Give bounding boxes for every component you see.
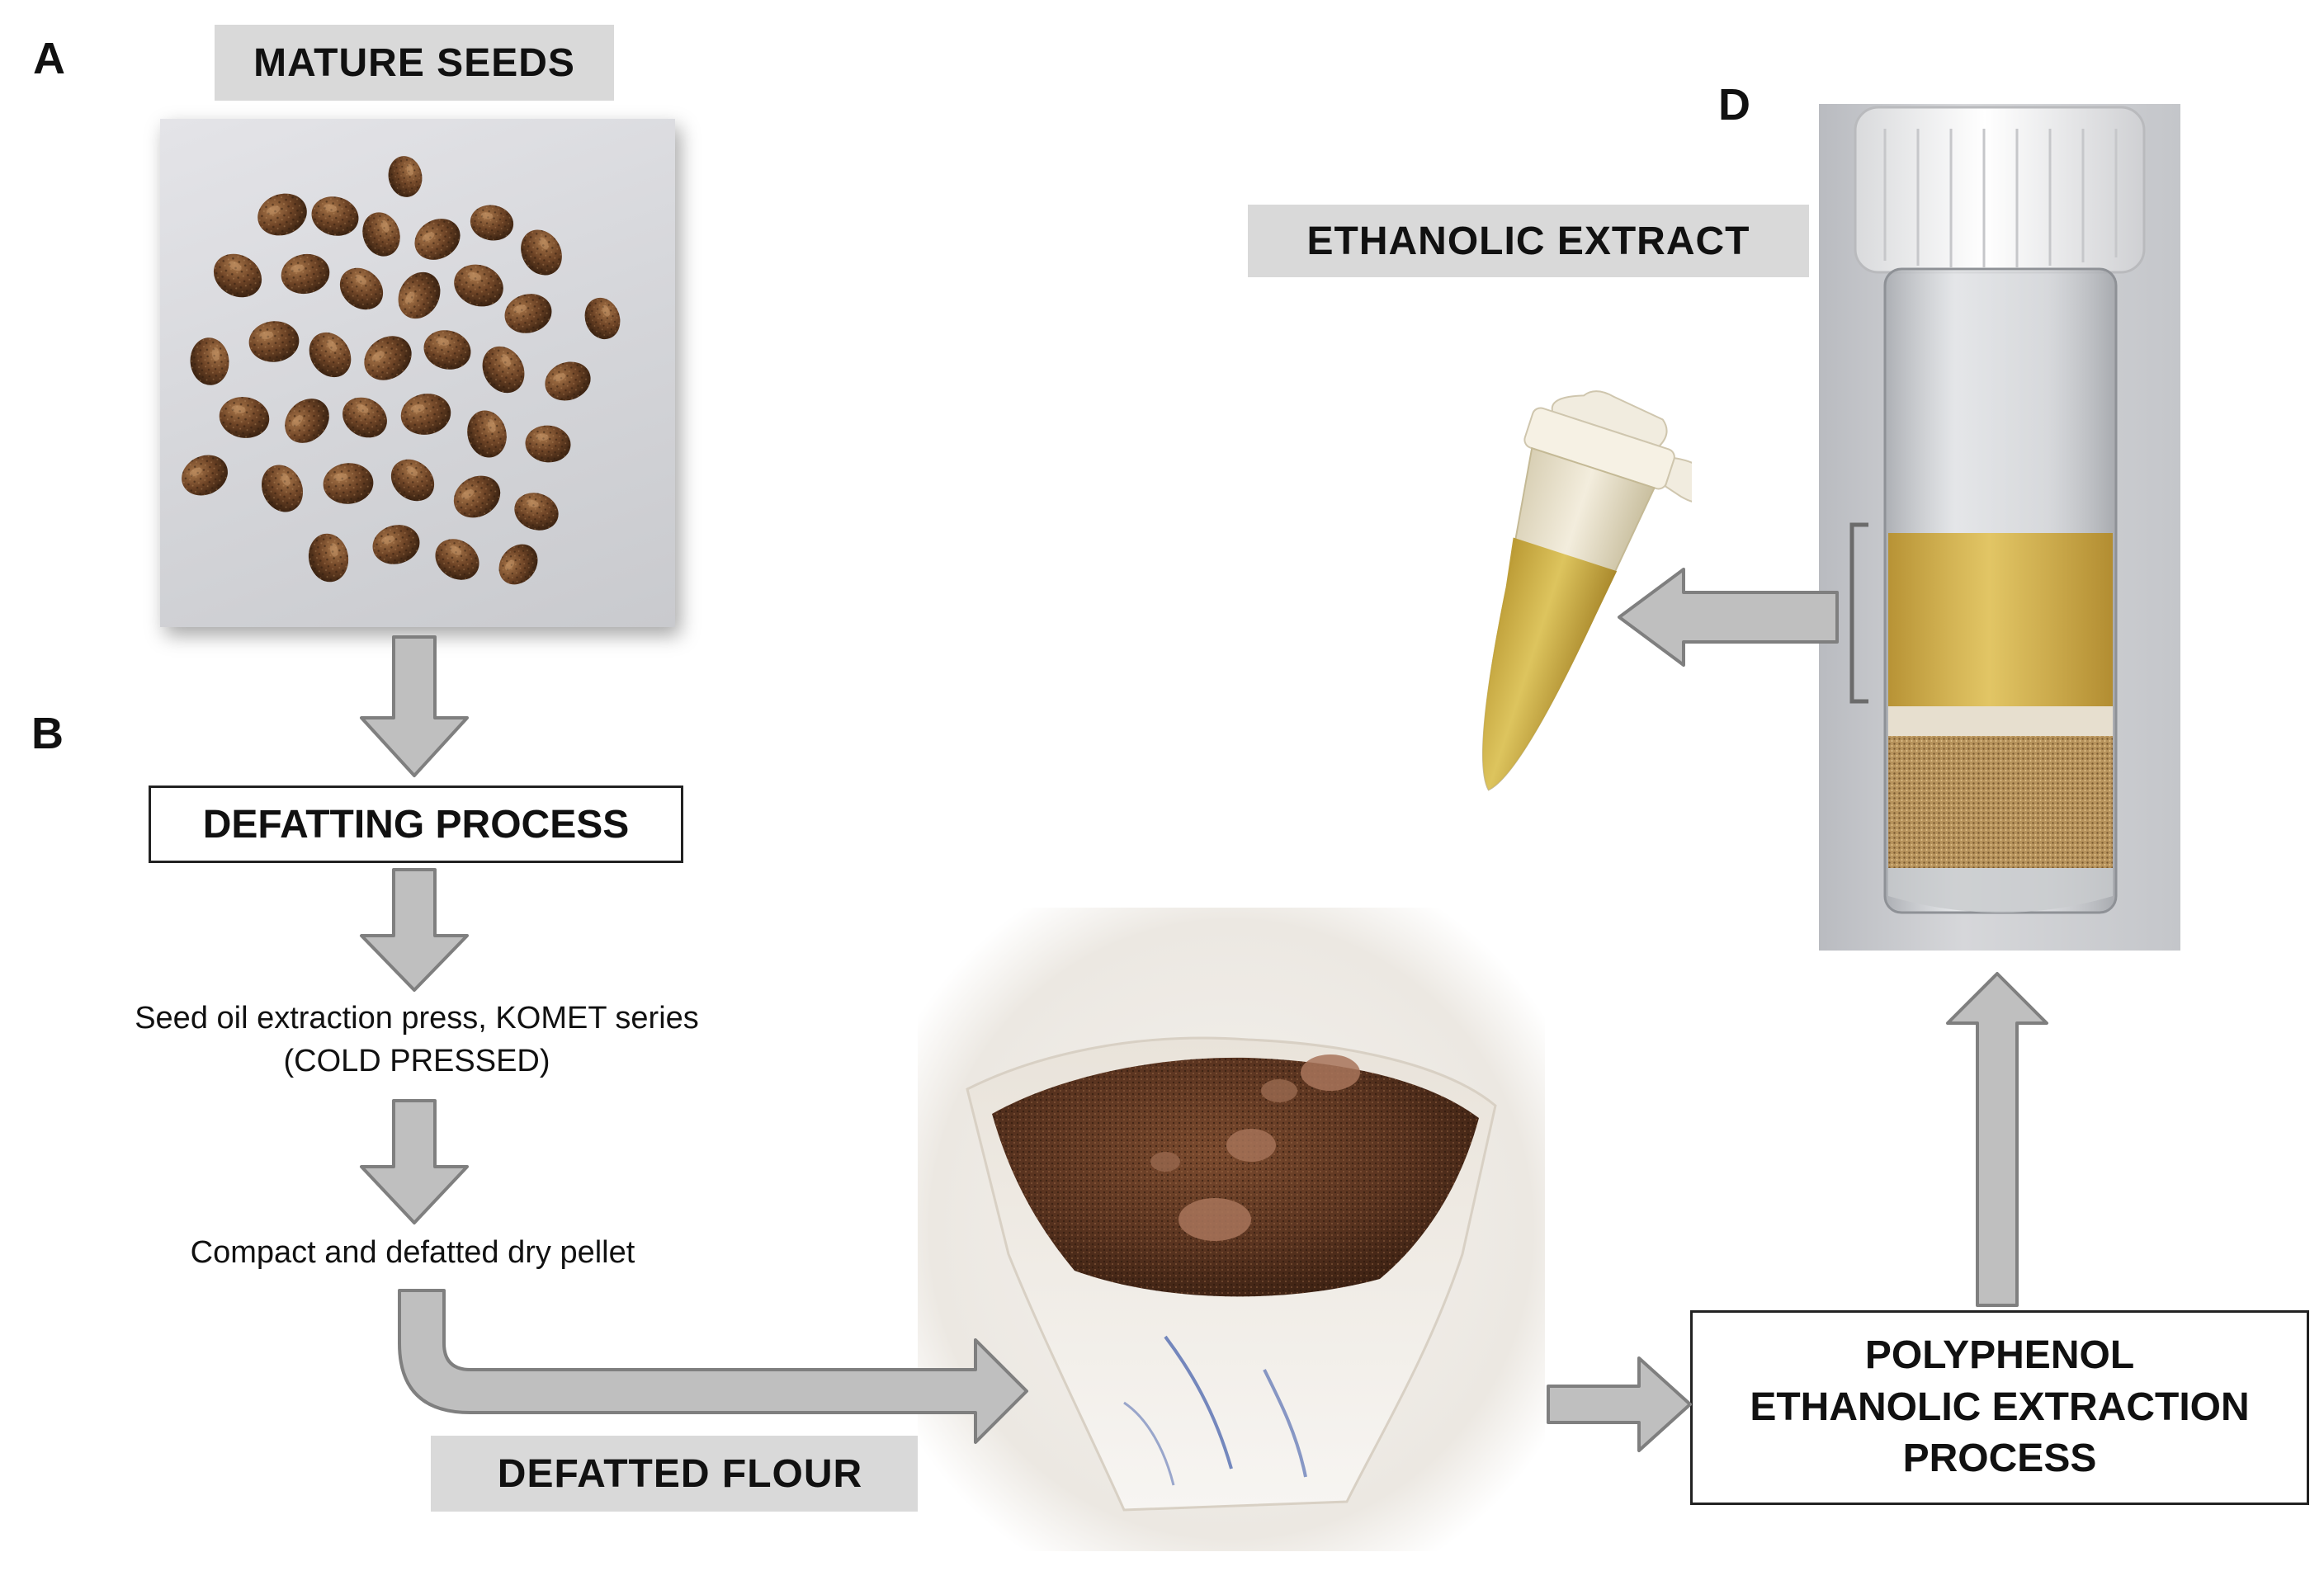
polyphenol-extraction-box: POLYPHENOL ETHANOLIC EXTRACTION PROCESS — [1690, 1310, 2309, 1505]
extraction-line1: POLYPHENOL — [1864, 1333, 2135, 1378]
defatted-flour-photo — [918, 908, 1545, 1551]
vial-illustration — [1849, 106, 2146, 914]
mature-seeds-photo — [160, 119, 675, 627]
extraction-line2: ETHANOLIC EXTRACTION — [1750, 1385, 2250, 1429]
microtube-illustration — [1481, 390, 1717, 791]
ethanolic-extract-label: ETHANOLIC EXTRACT — [1248, 205, 1809, 277]
panel-letter-d: D — [1718, 80, 1750, 130]
defatted-flour-label: DEFATTED FLOUR — [431, 1436, 929, 1512]
extraction-line3: PROCESS — [1902, 1437, 2097, 1481]
arrow-defatting-to-press — [360, 868, 469, 992]
mature-seeds-label: MATURE SEEDS — [215, 25, 614, 101]
panel-letter-a: A — [33, 34, 65, 83]
arrow-extraction-to-vial — [1946, 972, 2048, 1307]
arrow-flour-to-extraction — [1547, 1356, 1692, 1452]
press-note: Seed oil extraction press, KOMET series … — [58, 997, 776, 1083]
defatting-process-box: DEFATTING PROCESS — [149, 786, 683, 863]
panel-letter-b: B — [31, 709, 64, 758]
microtube-photo — [1403, 386, 1717, 815]
press-note-line2: (COLD PRESSED) — [283, 1044, 550, 1079]
press-note-line1: Seed oil extraction press, KOMET series — [135, 1001, 699, 1036]
pellet-note: Compact and defatted dry pellet — [190, 1235, 635, 1270]
arrow-vial-to-microtube — [1618, 568, 1839, 667]
ethanolic-extract-vial-photo — [1819, 104, 2180, 951]
arrow-seeds-to-defatting — [360, 635, 469, 777]
flour-bag-illustration — [918, 908, 1545, 1551]
arrow-press-to-pellet — [360, 1099, 469, 1224]
arrow-pellet-to-flour — [398, 1289, 1028, 1444]
